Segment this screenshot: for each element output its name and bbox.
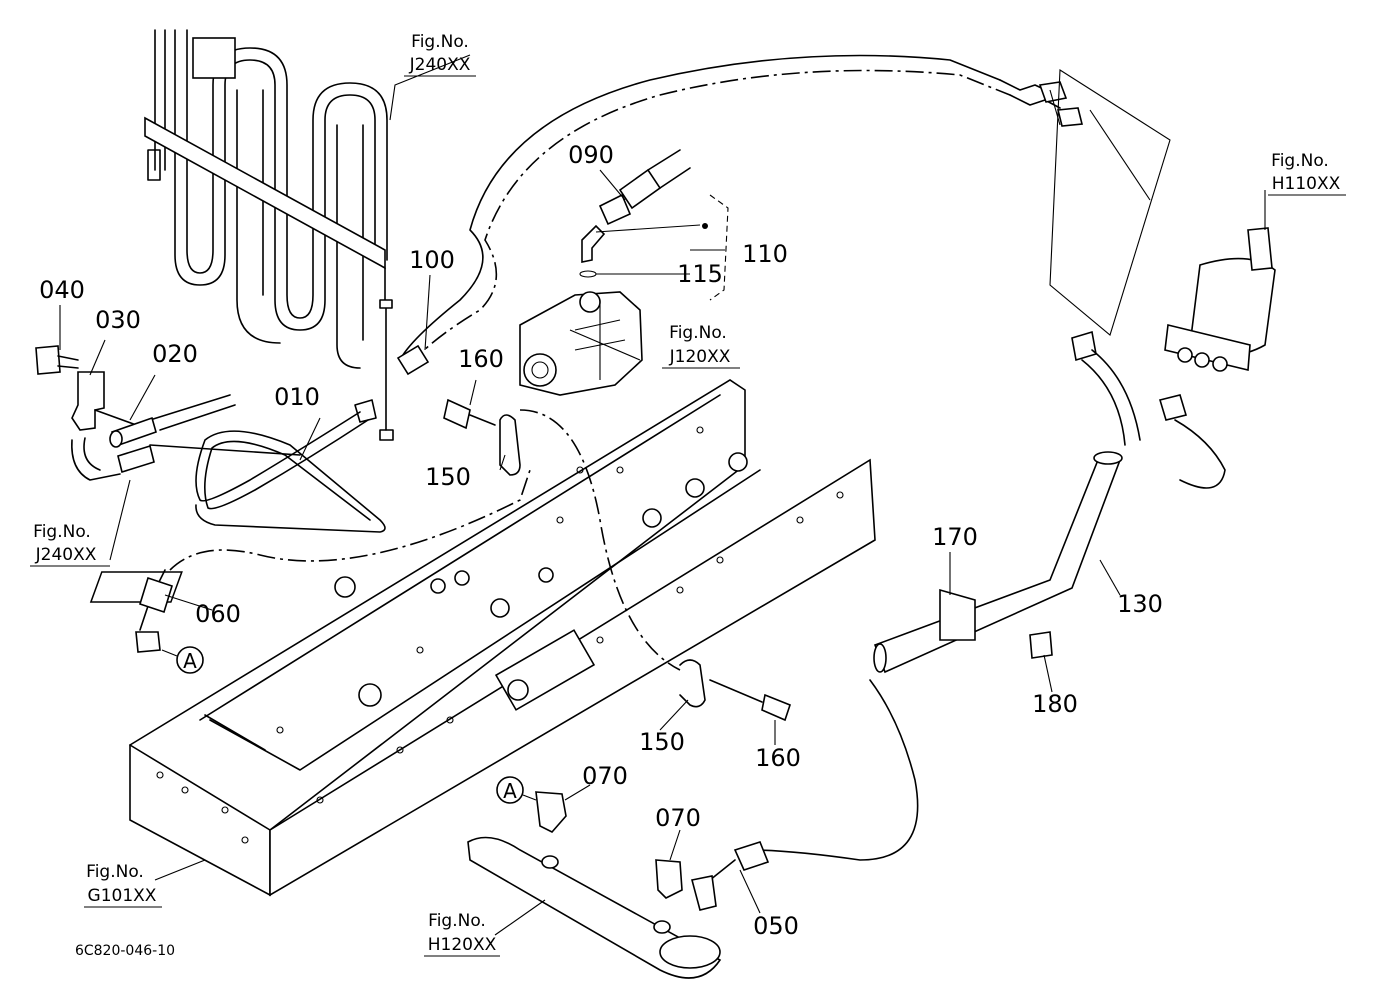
hydraulic-pump bbox=[519, 291, 643, 396]
fig-ref-j240-top: Fig.No. J240XX bbox=[404, 32, 476, 77]
oil-cooler bbox=[144, 29, 394, 441]
part-010: 010 bbox=[274, 383, 320, 411]
part-170: 170 bbox=[932, 523, 978, 551]
connector-a-bottom-label: A bbox=[503, 779, 517, 803]
fig-ref-j120-line1: Fig.No. bbox=[669, 323, 727, 343]
clip-150-upper bbox=[443, 398, 521, 476]
fig-ref-j240-left: Fig.No. J240XX bbox=[30, 522, 110, 567]
fig-ref-j240-left-line2: J240XX bbox=[35, 545, 97, 565]
hose-060 bbox=[135, 469, 531, 653]
hose-090-100 bbox=[396, 54, 1084, 376]
leader-lines bbox=[59, 54, 1266, 936]
connector-a-left: A bbox=[161, 646, 204, 674]
part-180: 180 bbox=[1032, 690, 1078, 718]
part-070-right: 070 bbox=[655, 804, 701, 832]
fig-ref-h110: Fig.No. H110XX bbox=[1268, 151, 1346, 196]
steering-cylinder bbox=[467, 791, 722, 979]
fig-ref-h120-line1: Fig.No. bbox=[428, 911, 486, 931]
part-070-left: 070 bbox=[582, 762, 628, 790]
part-060: 060 bbox=[195, 600, 241, 628]
part-110: 110 bbox=[742, 240, 788, 268]
fig-ref-j240-top-line1: Fig.No. bbox=[411, 32, 469, 52]
fig-ref-g101: Fig.No. G101XX bbox=[84, 862, 162, 908]
part-115: 115 bbox=[677, 260, 723, 288]
part-040: 040 bbox=[39, 276, 85, 304]
part-030: 030 bbox=[95, 306, 141, 334]
part-160-upper: 160 bbox=[458, 345, 504, 373]
part-150-lower: 150 bbox=[639, 728, 685, 756]
fig-ref-h120-line2: H120XX bbox=[428, 935, 497, 955]
steering-unit bbox=[1049, 69, 1276, 489]
pipe-010 bbox=[149, 394, 386, 533]
mount-bracket bbox=[35, 345, 157, 481]
elbow-110 bbox=[579, 194, 729, 301]
part-150-upper: 150 bbox=[425, 463, 471, 491]
fig-ref-j240-top-line2: J240XX bbox=[409, 55, 471, 75]
fig-ref-h110-line1: Fig.No. bbox=[1271, 151, 1329, 171]
connector-a-bottom: A bbox=[496, 776, 537, 804]
diagram-code: 6C820-046-10 bbox=[75, 943, 175, 959]
fig-ref-g101-line2: G101XX bbox=[88, 886, 157, 906]
fig-ref-j120: Fig.No. J120XX bbox=[662, 323, 740, 369]
part-020: 020 bbox=[152, 340, 198, 368]
connector-a-left-label: A bbox=[183, 649, 197, 673]
clip-150-lower bbox=[679, 659, 791, 722]
part-050: 050 bbox=[753, 912, 799, 940]
part-100: 100 bbox=[409, 246, 455, 274]
fig-ref-g101-line1: Fig.No. bbox=[86, 862, 144, 882]
main-frame bbox=[89, 379, 876, 897]
pipe-130 bbox=[873, 451, 1123, 674]
hose-050 bbox=[519, 409, 919, 911]
fig-ref-j120-line2: J120XX bbox=[669, 347, 731, 367]
part-090: 090 bbox=[568, 141, 614, 169]
fig-ref-h110-line2: H110XX bbox=[1272, 174, 1341, 194]
part-160-lower: 160 bbox=[755, 744, 801, 772]
fig-ref-j240-left-line1: Fig.No. bbox=[33, 522, 91, 542]
part-130: 130 bbox=[1117, 590, 1163, 618]
fig-ref-h120: Fig.No. H120XX bbox=[424, 911, 500, 957]
